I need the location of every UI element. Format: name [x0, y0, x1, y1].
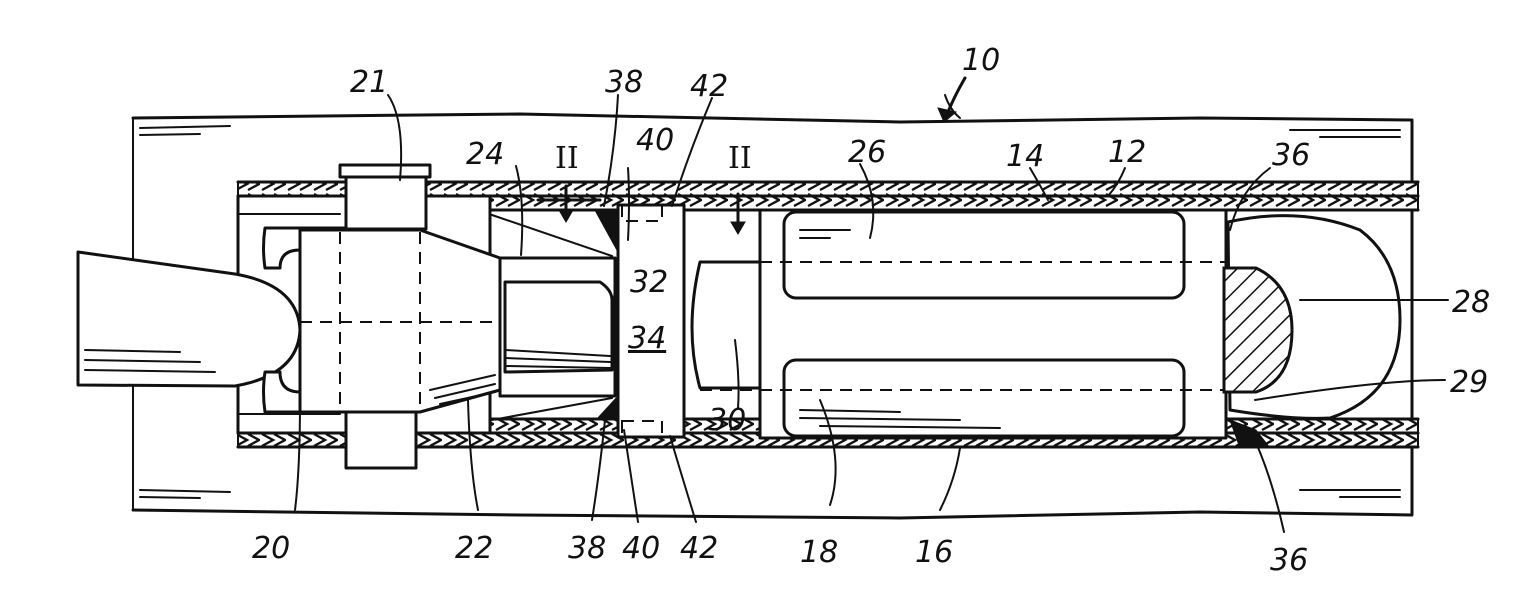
label-clip-bottom: 42 — [680, 531, 718, 566]
label-core: 30 — [708, 403, 746, 438]
label-end-cap: 28 — [1452, 285, 1490, 320]
label-section-right: II — [728, 141, 752, 176]
label-seal-bottom: 36 — [1270, 543, 1308, 578]
label-pin: 21 — [350, 65, 388, 100]
label-washer-top: 40 — [636, 123, 674, 158]
label-ring-bottom: 38 — [568, 531, 606, 566]
label-joint: 20 — [252, 531, 290, 566]
drive-shaft — [78, 252, 300, 386]
label-shaft: 24 — [466, 137, 504, 172]
label-upper-body: 26 — [848, 135, 886, 170]
label-outer-wall: 12 — [1108, 135, 1146, 170]
label-groove: 32 — [630, 265, 668, 300]
label-yoke: 22 — [455, 531, 493, 566]
label-bearing: 34 — [628, 321, 666, 356]
label-section-left: II — [555, 141, 579, 176]
core — [692, 262, 762, 388]
label-ring-top: 38 — [605, 65, 643, 100]
label-cap-edge: 29 — [1450, 365, 1488, 400]
label-assembly: 10 — [962, 43, 1000, 78]
assembly-arrow — [948, 78, 965, 112]
label-clip-top: 42 — [690, 69, 728, 104]
rotor-housing — [700, 210, 1226, 438]
label-seal-top: 36 — [1272, 138, 1310, 173]
shaft — [500, 258, 615, 396]
label-washer-bottom: 40 — [622, 531, 660, 566]
ring-top — [596, 212, 618, 252]
label-lower-wall: 16 — [915, 535, 953, 570]
label-rotor: 18 — [800, 535, 838, 570]
label-inner-wall: 14 — [1006, 139, 1044, 174]
end-cap — [1224, 216, 1400, 448]
